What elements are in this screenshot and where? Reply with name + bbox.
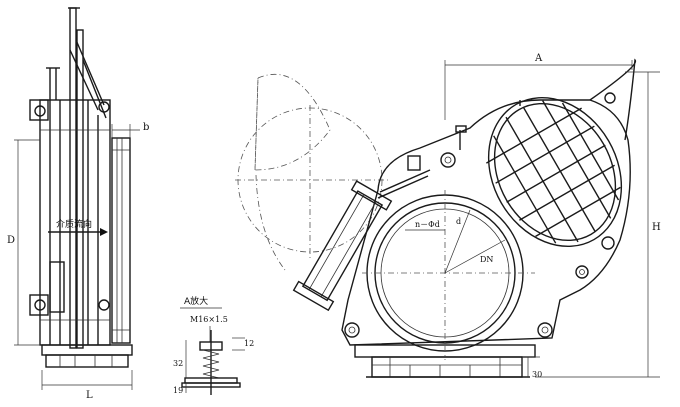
bolt-icon — [575, 265, 589, 279]
base-frame — [371, 356, 523, 378]
detail-a: A放大 M16×1.5 12 32 19 — [173, 295, 254, 395]
bolt-icon — [601, 236, 615, 250]
bolt-icon — [34, 105, 46, 117]
counterweight — [589, 58, 637, 141]
dim-D: D — [7, 235, 15, 246]
spring-icon — [202, 349, 220, 379]
dim-n-phi-d: n－Φd — [415, 220, 440, 229]
detail-title: A放大 — [184, 295, 208, 307]
side-view: 介质流向 D L b — [7, 7, 149, 401]
grid-disc — [486, 96, 623, 248]
bolt-icon — [98, 299, 110, 311]
bolt-icon — [34, 299, 46, 311]
cylinder — [292, 180, 393, 312]
dim-30: 30 — [532, 370, 542, 379]
side-flange — [111, 137, 131, 344]
dim-32: 32 — [173, 359, 183, 368]
bolt-icon — [537, 322, 553, 338]
side-plate-1 — [69, 7, 77, 349]
bolt-icon — [98, 101, 110, 113]
dim-H: H — [652, 222, 661, 233]
dim-A: A — [534, 53, 543, 64]
dim-b: b — [143, 122, 149, 133]
hinge-bolt-icon — [440, 152, 456, 168]
bolt-icon — [604, 92, 616, 104]
dim-DN: DN — [480, 255, 493, 264]
thread-label: M16×1.5 — [190, 315, 228, 324]
dim-12: 12 — [244, 339, 254, 348]
side-plate-2 — [76, 29, 84, 349]
dim-19: 19 — [173, 386, 183, 395]
dim-L: L — [86, 390, 93, 401]
dim-d: d — [456, 217, 461, 226]
front-view: n－Φd d DN — [235, 53, 661, 379]
flow-label: 介质流向 — [56, 218, 92, 230]
bolt-icon — [344, 322, 360, 338]
side-base — [41, 344, 133, 356]
